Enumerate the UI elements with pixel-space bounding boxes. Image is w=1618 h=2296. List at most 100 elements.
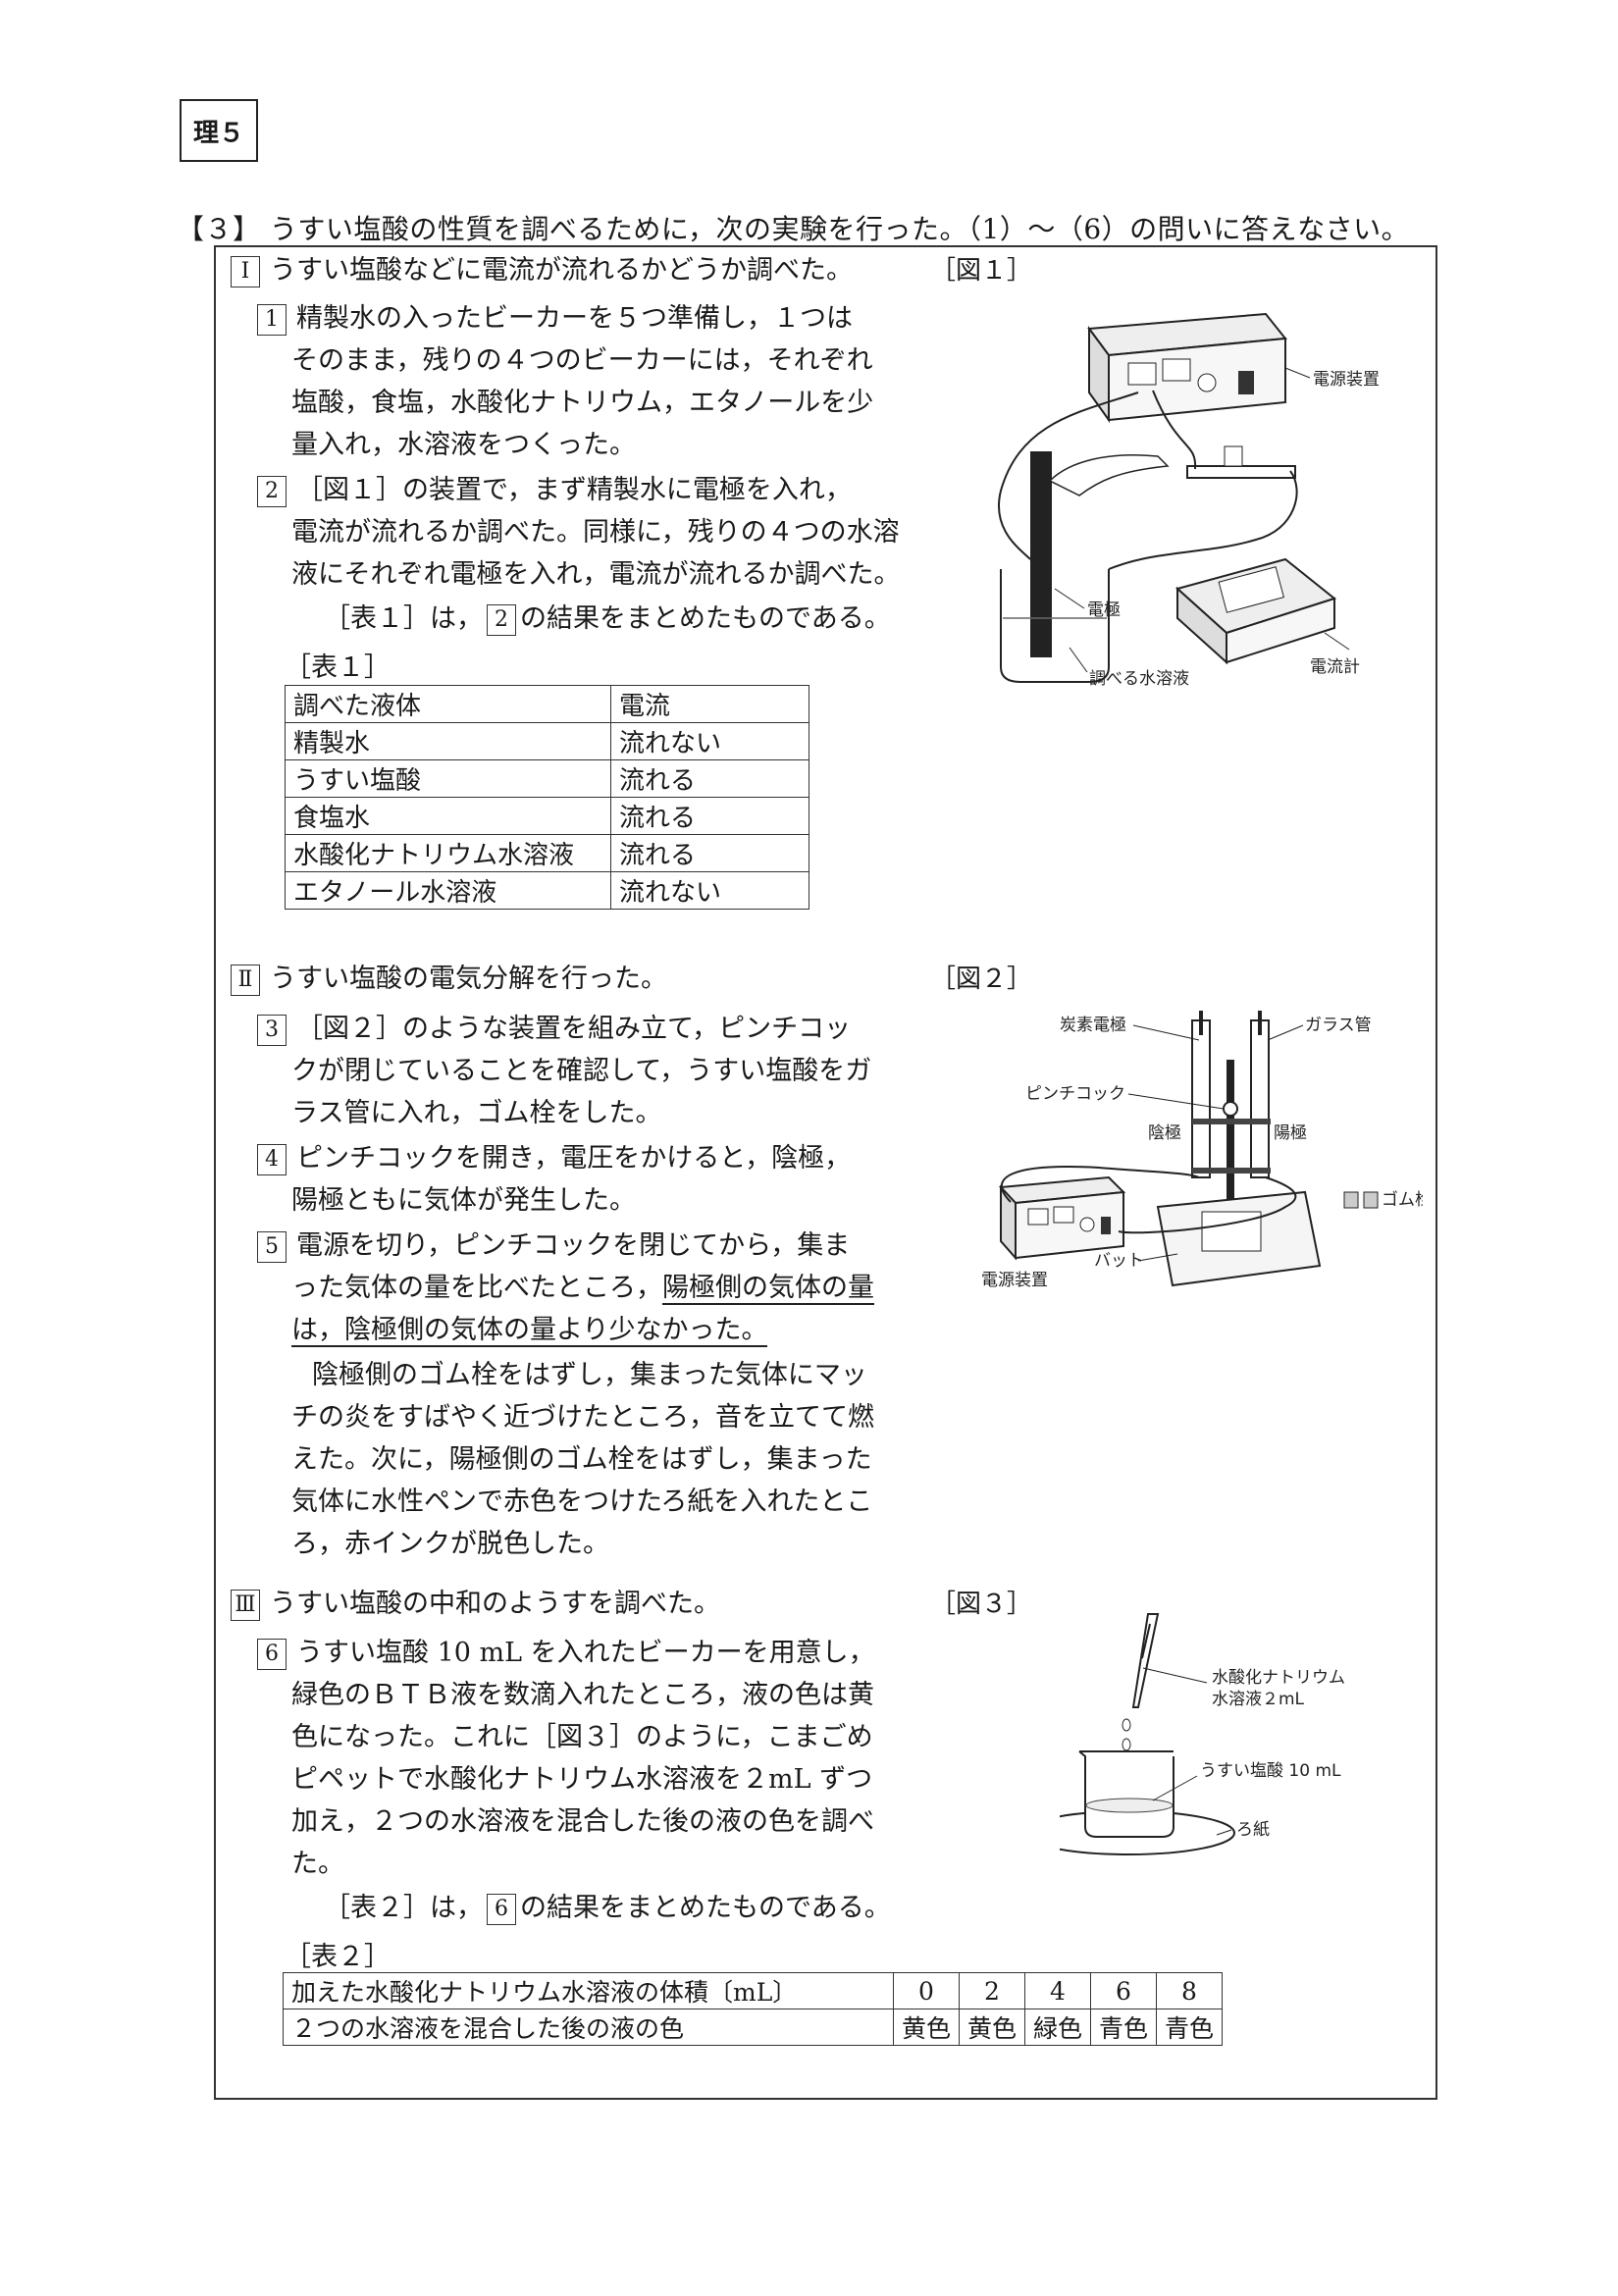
table-cell: 黄色 [959, 2009, 1025, 2046]
table-row: 精製水流れない [285, 722, 809, 760]
table2: 加えた水酸化ナトリウム水溶液の体積〔mL〕 0 2 4 6 8 ２つの水溶液を混… [283, 1972, 1223, 2046]
step6-line6: た。 [291, 1849, 344, 1879]
step2-number: 2 [257, 475, 287, 507]
glass-tube-icon [1191, 1011, 1270, 1178]
experiment-frame [214, 245, 1437, 2100]
section2-number: Ⅱ [231, 964, 260, 996]
page-tag: 理５ [180, 99, 258, 162]
pipette-icon [1131, 1613, 1160, 1708]
step5-underline-part1: 陽極側の気体の量 [662, 1273, 874, 1305]
figure2-callout-pinch: ピンチコック [1025, 1084, 1125, 1104]
power-supply-icon [998, 1175, 1126, 1261]
figure2-callout-cathode: 陰極 [1148, 1123, 1181, 1143]
summary-step-ref: 6 [487, 1893, 516, 1925]
table-row: 加えた水酸化ナトリウム水溶液の体積〔mL〕 0 2 4 6 8 [283, 1972, 1223, 2009]
table-row: エタノール水溶液流れない [285, 871, 809, 910]
step3-line3: ラス管に入れ，ゴム栓をした。 [291, 1098, 662, 1128]
figure2-electrolysis: 炭素電極 ガラス管 ピンチコック 陰極 陽極 ゴム栓 電源装置 バット [981, 1011, 1423, 1290]
figure3-label: ［図３］ [930, 1590, 1033, 1619]
figure1-callout-ammeter: 電流計 [1310, 657, 1360, 677]
step5-underline-part2: は，陰極側の気体の量より少なかった。 [291, 1315, 768, 1347]
question-header: 【３】 うすい塩酸の性質を調べるために，次の実験を行った。（1）～（6）の問いに… [177, 213, 1410, 245]
para-line4: 気体に水性ペンで赤色をつけたろ紙を入れたとこ [291, 1487, 873, 1517]
table-row: 食塩水流れる [285, 797, 809, 835]
step1-line3: 塩酸，食塩，水酸化ナトリウム，エタノールを少 [291, 388, 874, 418]
summary-step-ref: 2 [487, 603, 516, 636]
step6-line4: ピペットで水酸化ナトリウム水溶液を２mL ずつ [291, 1764, 873, 1795]
step4-line2: 陽極ともに気体が発生した。 [291, 1185, 636, 1216]
step6-line3: 色になった。これに［図３］のように，こまごめ [291, 1722, 873, 1752]
para-line2: チの炎をすばやく近づけたところ，音を立てて燃 [291, 1402, 874, 1433]
ammeter-icon [1174, 557, 1337, 665]
table-cell: 6 [1090, 1972, 1157, 2009]
table-cell: 流れない [610, 722, 809, 760]
figure3-neutralization: 水酸化ナトリウム 水溶液２mL うすい塩酸 10 mL ろ紙 [1060, 1613, 1345, 1855]
table-cell: 流れる [610, 834, 809, 872]
step5-number: 5 [257, 1230, 287, 1263]
step1-number: 1 [257, 303, 287, 336]
step2-line1: 2［図１］の装置で，まず精製水に電極を入れ， [257, 468, 852, 507]
figure1-label: ［図１］ [930, 256, 1033, 286]
table-cell: エタノール水溶液 [285, 871, 611, 910]
figure1-callout-solution: 調べる水溶液 [1089, 669, 1189, 689]
table2-label: ［表２］ [285, 1942, 391, 1972]
figure3-callout-naoh-line1: 水酸化ナトリウム [1212, 1668, 1345, 1688]
table-cell: 4 [1024, 1972, 1091, 2009]
figure2-callout-stopper: ゴム栓 [1382, 1189, 1423, 1210]
step5-line2: った気体の量を比べたところ，陽極側の気体の量 [291, 1273, 874, 1305]
figure1-circuit: 電源装置 電極 調べる水溶液 電流計 [998, 312, 1380, 689]
table-row: ２つの水溶液を混合した後の液の色 黄色 黄色 緑色 青色 青色 [283, 2009, 1223, 2046]
step6-line5: 加え，２つの水溶液を混合した後の液の色を調べ [291, 1806, 874, 1837]
table-cell: うすい塩酸 [285, 759, 611, 798]
figure1-callout-power: 電源装置 [1313, 370, 1380, 390]
step1-line4: 量入れ，水溶液をつくった。 [291, 430, 636, 460]
beaker-icon [1000, 569, 1110, 683]
power-supply-icon [1087, 312, 1287, 424]
figure2-label: ［図２］ [930, 965, 1033, 994]
table-cell: 食塩水 [285, 797, 611, 835]
figure2-callout-tray: バット [1094, 1251, 1144, 1271]
table-cell: 流れる [610, 759, 809, 798]
table-cell: 2 [959, 1972, 1025, 2009]
table-cell: 黄色 [893, 2009, 960, 2046]
tray-icon [1156, 1190, 1322, 1287]
table-cell: 青色 [1090, 2009, 1157, 2046]
section1-number: Ⅰ [231, 255, 260, 287]
table1-header-current: 電流 [610, 685, 809, 723]
figure2-callout-power: 電源装置 [981, 1271, 1048, 1290]
table-cell: 流れない [610, 871, 809, 910]
figure3-callout-paper: ろ紙 [1236, 1820, 1270, 1840]
table-cell: 8 [1156, 1972, 1223, 2009]
para-line1: 陰極側のゴム栓をはずし，集まった気体にマッ [312, 1360, 867, 1390]
step6-line2: 緑色のＢＴＢ液を数滴入れたところ，液の色は黄 [291, 1680, 874, 1710]
step3-number: 3 [257, 1014, 287, 1046]
table2-row1-label: 加えた水酸化ナトリウム水溶液の体積〔mL〕 [283, 1972, 894, 2009]
table2-row2-label: ２つの水溶液を混合した後の液の色 [283, 2009, 894, 2046]
step5-line3: は，陰極側の気体の量より少なかった。 [291, 1308, 768, 1347]
figure3-callout-hcl: うすい塩酸 10 mL [1200, 1761, 1341, 1781]
step2-line2: 電流が流れるか調べた。同様に，残りの４つの水溶 [291, 517, 900, 548]
para-line5: ろ，赤インクが脱色した。 [291, 1529, 609, 1559]
step6-number: 6 [257, 1638, 287, 1670]
figure2-callout-anode: 陽極 [1274, 1123, 1307, 1143]
table-row: うすい塩酸流れる [285, 759, 809, 798]
figure3-callout-naoh-line2: 水溶液２mL [1212, 1690, 1305, 1709]
section3-number: Ⅲ [231, 1589, 260, 1621]
table1-header-liquid: 調べた液体 [285, 685, 611, 723]
figure2-callout-carbon: 炭素電極 [1060, 1016, 1126, 1035]
table-cell: 精製水 [285, 722, 611, 760]
table-cell: 流れる [610, 797, 809, 835]
table1-label: ［表１］ [285, 652, 391, 683]
step3-line1: 3［図２］のような装置を組み立て，ピンチコッ [257, 1007, 851, 1046]
para-line3: えた。次に，陽極側のゴム栓をはずし，集まった [291, 1444, 872, 1475]
step1-line2: そのまま，残りの４つのビーカーには，それぞれ [291, 345, 873, 376]
